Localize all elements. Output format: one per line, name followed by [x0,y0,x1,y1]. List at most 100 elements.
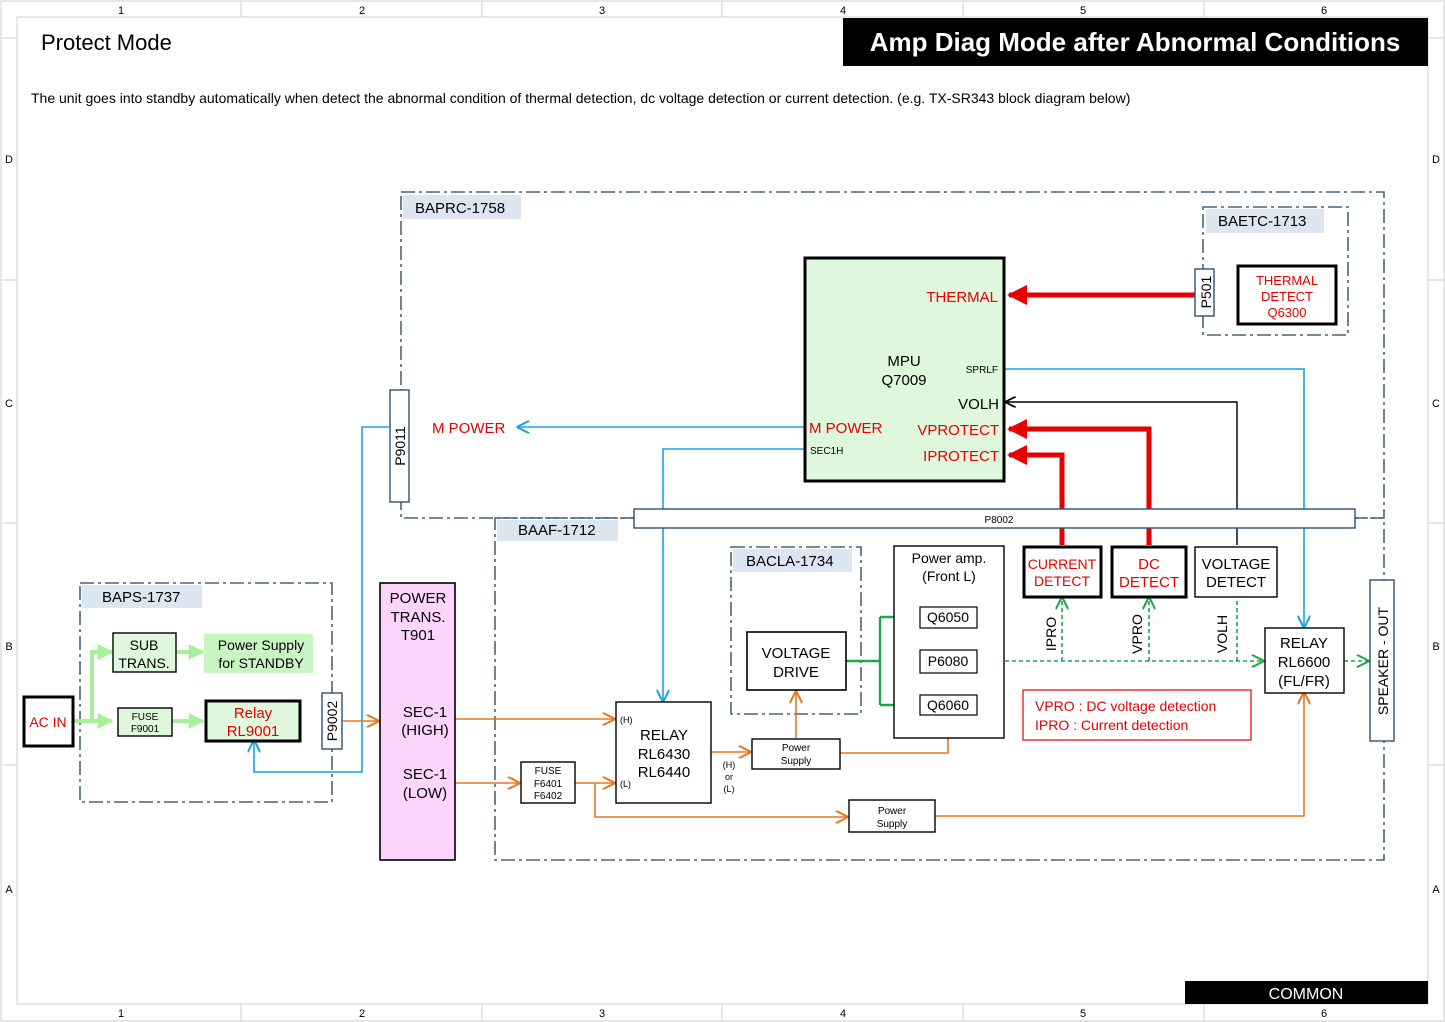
svg-text:FUSE: FUSE [535,766,562,777]
red-protect-lines [1007,285,1195,545]
svg-text:THERMAL: THERMAL [1256,273,1318,288]
board-labels: BAPRC-1758 BAETC-1713 BAAF-1712 BACLA-17… [82,195,1324,608]
sec1h-line [663,448,805,701]
svg-text:DETECT: DETECT [1206,574,1266,591]
q6060-box [919,694,978,716]
speaker-out-block: SPEAKER - OUT [1369,579,1395,742]
svg-text:(FL/FR): (FL/FR) [1278,673,1330,690]
svg-text:(L): (L) [620,779,631,789]
orange-power-lines [343,692,1304,817]
legend-vpro: VPRO : DC voltage detection [1035,698,1216,714]
grid-row-b-right: B [1432,641,1439,653]
voltage-detect-block: VOLTAGE DETECT [1194,546,1278,598]
relay-rl9001-block: Relay RL9001 [204,699,302,743]
svg-text:(L): (L) [724,784,735,794]
svg-text:P9011: P9011 [392,426,408,466]
title-banner [843,18,1428,66]
svg-text:RL9001: RL9001 [227,723,280,740]
legend-box: VPRO : DC voltage detection IPRO : Curre… [1022,689,1252,741]
grid-col-2-bottom: 2 [359,1008,365,1020]
legend-ipro: IPRO : Current detection [1035,717,1188,733]
banner-title: Amp Diag Mode after Abnormal Conditions [870,27,1401,57]
fuse-f6401-block: FUSE F6401 F6402 [520,761,576,804]
svg-text:(H): (H) [620,715,633,725]
power-supply-block-1: Power Supply [751,738,841,770]
svg-text:FUSE: FUSE [132,712,159,723]
grid-col-2: 2 [359,5,365,17]
grid-col-6: 6 [1321,5,1327,17]
thermal-detect-block: THERMAL DETECT Q6300 [1236,264,1338,326]
svg-text:for STANDBY: for STANDBY [218,655,304,671]
svg-text:RL6430: RL6430 [638,746,691,763]
vprotect-pin: VPROTECT [917,422,999,439]
svg-text:(Front L): (Front L) [922,568,976,584]
svg-text:(LOW): (LOW) [403,785,447,802]
board-baps-label: BAPS-1737 [102,589,180,606]
standby-power-lines [73,644,205,729]
svg-text:SPEAKER - OUT: SPEAKER - OUT [1375,606,1391,715]
grid-row-b: B [5,641,12,653]
svg-text:DRIVE: DRIVE [773,664,819,681]
blue-signal-lines [254,368,1304,773]
sub-trans-block: SUB TRANS. [112,632,177,673]
dc-detect-block: DC DETECT [1110,545,1188,599]
sec1h-pin: SEC1H [810,446,843,457]
svg-text:(HIGH): (HIGH) [401,722,449,739]
grid-col-4-bottom: 4 [840,1008,846,1020]
svg-text:Relay: Relay [234,705,273,722]
svg-text:DC: DC [1138,556,1160,573]
relay-rl6600-block: RELAY RL6600 (FL/FR) [1264,627,1345,694]
connector-p501: P501 [1194,268,1215,317]
svg-text:RELAY: RELAY [640,727,688,744]
grid-col-3: 3 [599,5,605,17]
svg-text:CURRENT: CURRENT [1028,556,1097,572]
svg-text:SUB: SUB [130,637,159,653]
svg-text:Power: Power [878,806,907,817]
voltage-drive-block: VOLTAGE DRIVE [746,631,847,691]
connector-p8002: P8002 [633,508,1356,529]
svg-text:TRANS.: TRANS. [118,655,169,671]
page-title: Protect Mode [41,30,172,55]
svg-text:SEC-1: SEC-1 [403,766,447,783]
grid-col-6-bottom: 6 [1321,1008,1327,1020]
mpu-block: MPU Q7009 THERMAL SPRLF VOLH M POWER VPR… [803,256,1006,483]
power-supply-block-2: Power Supply [848,799,936,833]
mpu-part: Q7009 [881,372,926,389]
iprotect-line [1007,445,1065,545]
svg-text:Supply: Supply [877,819,908,830]
board-baprc-label: BAPRC-1758 [415,200,505,217]
svg-text:RL6600: RL6600 [1278,654,1331,671]
svg-text:Power amp.: Power amp. [912,550,987,566]
sprlf-line [1005,368,1304,627]
svg-text:P8002: P8002 [985,515,1014,526]
svg-text:Supply: Supply [781,756,812,767]
grid-col-5: 5 [1080,5,1086,17]
svg-text:Power: Power [782,743,811,754]
grid-labels: 1 2 3 4 5 6 1 2 3 4 5 6 D C B A D C B A [5,5,1440,1020]
power-amp-block: Power amp. (Front L) Q6050 P6080 Q6060 [893,545,1005,739]
board-baaf-label: BAAF-1712 [518,522,596,539]
svg-text:or: or [725,772,733,782]
svg-text:Q6050: Q6050 [927,609,969,625]
svg-text:P6080: P6080 [928,653,969,669]
relay-control-line [254,426,389,773]
relay-rl6430-block: RELAY RL6430 RL6440 (H) (L) [615,701,712,804]
footer-banner [1185,981,1428,1004]
svg-text:Power Supply: Power Supply [218,637,304,653]
svg-text:TRANS.: TRANS. [390,609,445,626]
ac-in-block: AC IN [22,695,75,748]
q6050-box [919,606,978,629]
svg-text:RL6440: RL6440 [638,764,691,781]
grid-col-4: 4 [840,5,846,17]
fuse-f9001-block: FUSE F9001 [117,707,173,737]
board-baetc-label: BAETC-1713 [1218,213,1306,230]
m-power-pin: M POWER [809,420,882,437]
power-trans-block: POWER TRANS. T901 SEC-1 (HIGH) SEC-1 (LO… [379,582,456,861]
svg-text:RELAY: RELAY [1280,635,1328,652]
svg-text:F6401: F6401 [534,779,563,790]
board-baps-outline [79,582,333,803]
svg-text:VOLTAGE: VOLTAGE [762,645,831,662]
